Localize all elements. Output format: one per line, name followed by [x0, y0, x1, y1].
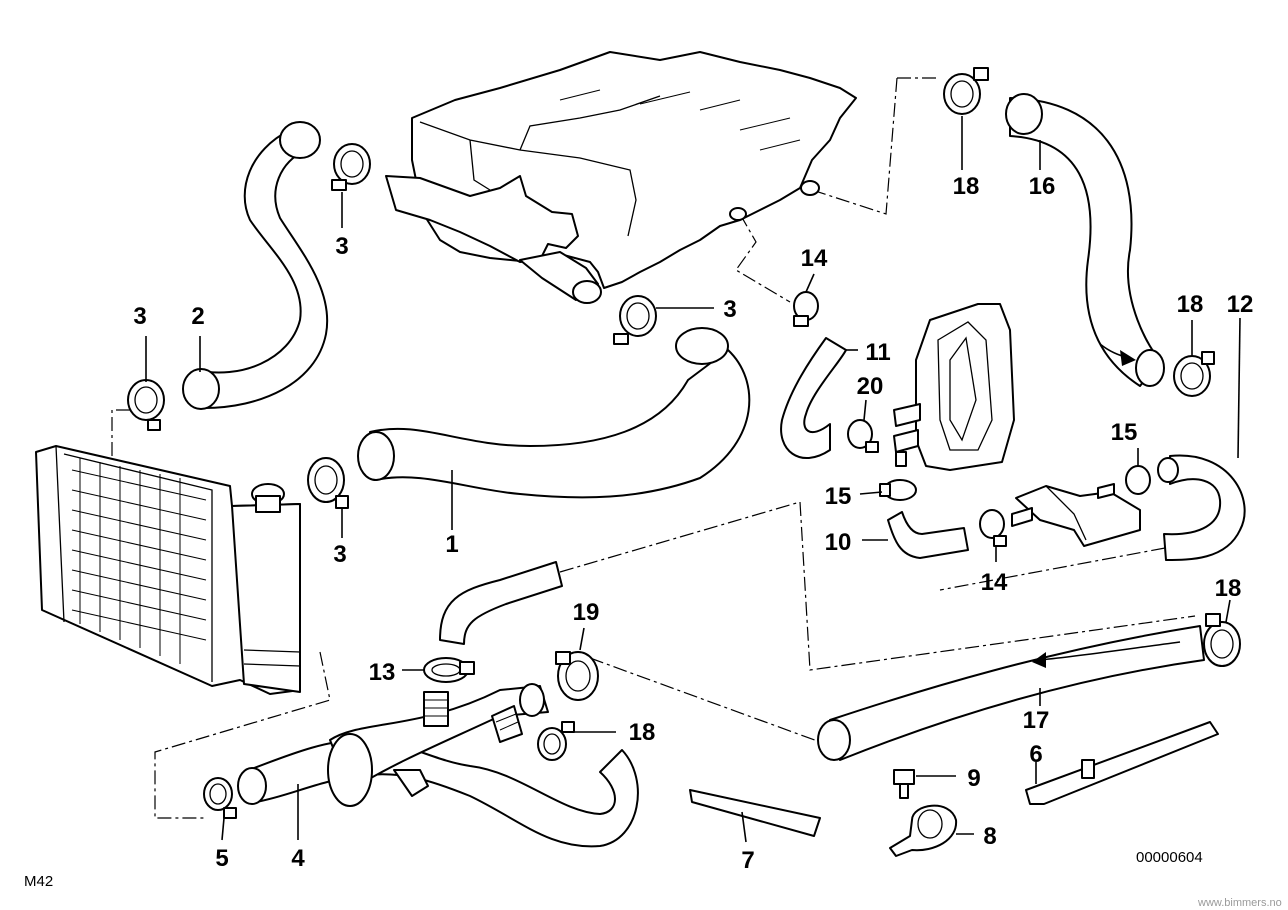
hose-clamp-18-lower-right [1203, 613, 1241, 667]
leader-lines [145, 116, 1241, 843]
drawing-number: 00000604 [1136, 849, 1203, 866]
coolant-valve-assembly [1011, 483, 1141, 547]
hose-11 [780, 337, 847, 460]
ribbed-connector [423, 691, 523, 743]
hose-clamp-3-right [613, 295, 657, 345]
bolt-9 [893, 769, 915, 799]
hose-10 [887, 511, 969, 559]
hoses [182, 93, 1246, 848]
callout-3-upper: 3 [335, 233, 348, 260]
hose-4 [243, 738, 639, 848]
callout-15-lower: 15 [825, 483, 852, 510]
callout-2: 2 [191, 303, 204, 330]
hose-clamp-18-right [1173, 351, 1215, 397]
callout-18-bottom: 18 [629, 719, 656, 746]
model-code: M42 [24, 873, 53, 890]
callout-3-mid: 3 [333, 541, 346, 568]
callout-11: 11 [865, 339, 890, 366]
hose-clamp-3-left [127, 379, 165, 431]
callout-7: 7 [741, 847, 754, 874]
callout-6: 6 [1029, 741, 1042, 768]
callout-18-top: 18 [953, 173, 980, 200]
callout-10: 10 [825, 529, 852, 556]
hose-clamp-18-top [943, 67, 989, 115]
hose-clamp-5 [203, 777, 237, 819]
watermark: www.bimmers.no [1197, 897, 1282, 909]
hose-clamp-3-upper [331, 143, 371, 191]
callout-13: 13 [369, 659, 396, 686]
heater-core-housing [893, 303, 1015, 471]
callout-labels: 1 2 3 3 3 3 4 5 6 7 8 9 10 11 12 13 14 1… [133, 173, 1253, 874]
callout-1: 1 [445, 531, 458, 558]
callout-18-right: 18 [1177, 291, 1204, 318]
hose-clamp-18-bottom [537, 721, 575, 761]
hose-12 [1163, 454, 1246, 561]
hose-clamp-3-mid [307, 457, 349, 509]
callout-18-lower-right: 18 [1215, 575, 1242, 602]
hose-2 [195, 129, 329, 409]
hose-clamp-19 [555, 651, 599, 701]
hose-clamp-15-upper [1125, 465, 1151, 495]
callout-3-right: 3 [723, 296, 736, 323]
callout-15-upper: 15 [1111, 419, 1138, 446]
callout-14-upper: 14 [801, 245, 828, 272]
callout-8: 8 [983, 823, 996, 850]
clamps-and-fittings [127, 67, 1241, 857]
callout-14-lower: 14 [981, 569, 1008, 596]
hose-clamp-13 [423, 657, 475, 683]
callout-16: 16 [1029, 173, 1056, 200]
callout-12: 12 [1227, 291, 1254, 318]
callout-5: 5 [215, 845, 228, 872]
cable-tie-6 [1025, 721, 1219, 805]
hose-17 [829, 625, 1205, 761]
hose-clamp-14-upper [793, 291, 819, 327]
hose-clamp-20 [847, 419, 879, 453]
bracket-8 [889, 804, 958, 857]
hose-7 [689, 789, 821, 837]
callout-4: 4 [291, 845, 305, 872]
radiator [35, 445, 301, 695]
callout-3-left: 3 [133, 303, 146, 330]
callout-19: 19 [573, 599, 600, 626]
hose-upper-left-bottom [439, 561, 563, 645]
hose-clamp-14-lower [979, 509, 1007, 547]
hose-1 [369, 349, 751, 499]
hose-16 [1009, 97, 1161, 387]
callout-9: 9 [967, 765, 980, 792]
callout-20: 20 [857, 373, 884, 400]
callout-17: 17 [1023, 707, 1050, 734]
hose-clamp-15-lower [879, 479, 917, 501]
engine-block-outline [385, 51, 857, 304]
